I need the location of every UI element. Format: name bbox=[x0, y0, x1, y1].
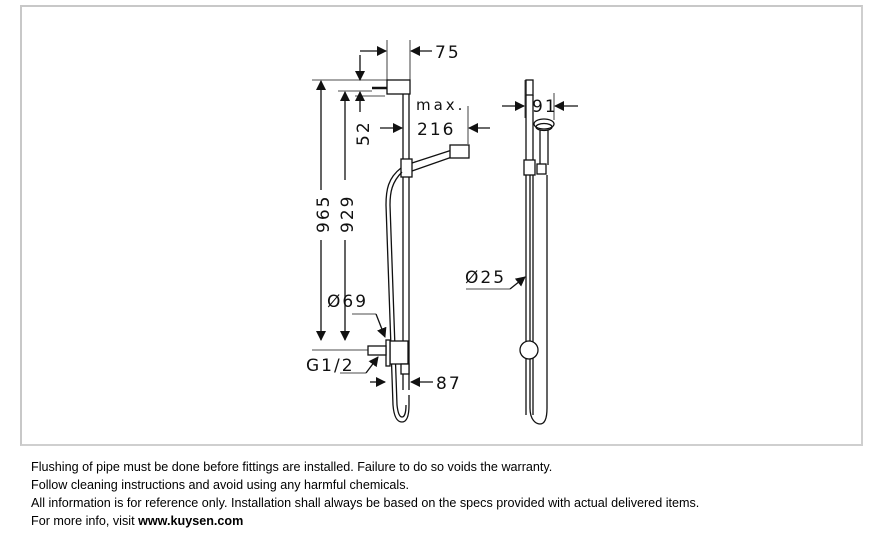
dim-diameter-69: Ø69 bbox=[327, 292, 368, 312]
technical-drawing: 75 max. 216 52 965 929 Ø69 G1/2 87 91 Ø2… bbox=[306, 40, 578, 425]
dim-thread: G1/2 bbox=[306, 356, 355, 376]
drawing-frame bbox=[20, 5, 863, 446]
dim-929: 929 bbox=[338, 195, 358, 233]
dim-216: 216 bbox=[417, 120, 455, 140]
note-more-info-text: For more info, visit bbox=[31, 514, 139, 528]
notes: Flushing of pipe must be done before fit… bbox=[31, 458, 699, 530]
dim-87: 87 bbox=[436, 374, 462, 394]
note-reference: All information is for reference only. I… bbox=[31, 496, 700, 510]
dim-965: 965 bbox=[314, 195, 334, 233]
dim-75: 75 bbox=[435, 43, 461, 63]
website-link[interactable]: www.kuysen.com bbox=[138, 514, 244, 528]
note-more-info: For more info, visit www.kuysen.com bbox=[31, 512, 699, 530]
dim-52: 52 bbox=[354, 120, 374, 146]
note-cleaning: Follow cleaning instructions and avoid u… bbox=[31, 478, 410, 492]
dim-diameter-25: Ø25 bbox=[465, 268, 506, 288]
dimension-lines-front bbox=[312, 40, 490, 387]
side-view bbox=[466, 79, 578, 425]
dim-max-label: max. bbox=[416, 96, 465, 114]
front-view bbox=[367, 79, 470, 423]
dim-91: 91 bbox=[532, 97, 558, 117]
note-flushing: Flushing of pipe must be done before fit… bbox=[31, 460, 553, 474]
